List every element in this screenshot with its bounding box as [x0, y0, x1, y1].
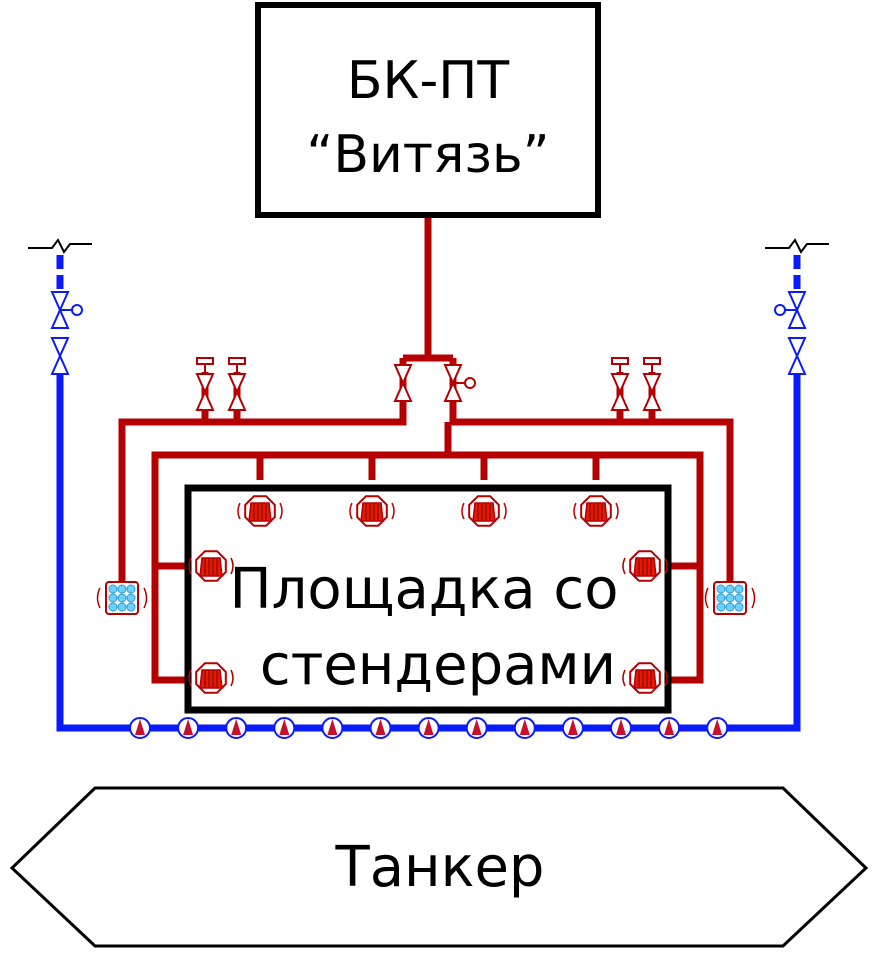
motorized-valve-icon [774, 291, 807, 329]
water-nozzle-icon [513, 717, 536, 739]
station-title-line2: “Витязь” [306, 125, 549, 185]
foam-monitor-icon [349, 495, 395, 527]
foam-generator-icon [96, 581, 148, 615]
water-nozzle-icon [369, 717, 392, 739]
motorized-valve-icon [443, 364, 476, 402]
motorized-valve-icon [50, 291, 83, 329]
foam-monitor-icon [188, 550, 234, 582]
water-nozzle-icon [273, 717, 296, 739]
break-symbol-left [28, 238, 92, 254]
valve-icon [787, 337, 807, 375]
valve-icon [610, 357, 630, 411]
foam-monitor-icon [622, 550, 668, 582]
foam-monitor-icon [188, 662, 234, 694]
water-nozzle-icon [129, 717, 151, 739]
break-symbol-right [765, 238, 829, 254]
platform-title-line2: стендерами [260, 633, 616, 698]
foam-generator-icon [704, 581, 756, 615]
foam-monitors [188, 495, 668, 694]
water-nozzle-icon [658, 717, 681, 739]
foam-monitor-icon [622, 662, 668, 694]
water-nozzle-icon [465, 717, 488, 739]
water-nozzle-icon [177, 717, 200, 739]
foam-valves [195, 357, 662, 411]
water-nozzle-icon [417, 717, 440, 739]
water-curtain-nozzles [129, 717, 729, 739]
tanker-label: Танкер [335, 835, 545, 900]
water-nozzle-icon [610, 717, 632, 739]
water-nozzle-icon [321, 717, 344, 739]
platform-block: Площадка со стендерами [184, 484, 672, 714]
foam-station-block: БК-ПТ “Витязь” [255, 2, 601, 218]
tanker-block: Танкер [9, 786, 869, 948]
foam-monitor-icon [573, 495, 619, 527]
valve-icon [50, 337, 70, 375]
foam-generators [96, 581, 756, 615]
water-nozzle-icon [706, 717, 729, 739]
valve-icon [195, 357, 215, 411]
station-title-line1: БК-ПТ [347, 51, 509, 111]
foam-monitor-icon [237, 495, 283, 527]
platform-title-line1: Площадка со [230, 557, 619, 622]
valve-icon [227, 357, 247, 411]
valve-icon [393, 364, 413, 402]
water-nozzle-icon [225, 717, 248, 739]
water-valves [50, 291, 807, 375]
foam-monitor-icon [461, 495, 507, 527]
foam-pipeline [118, 218, 734, 684]
valve-icon [642, 357, 662, 411]
water-nozzle-icon [561, 717, 584, 739]
